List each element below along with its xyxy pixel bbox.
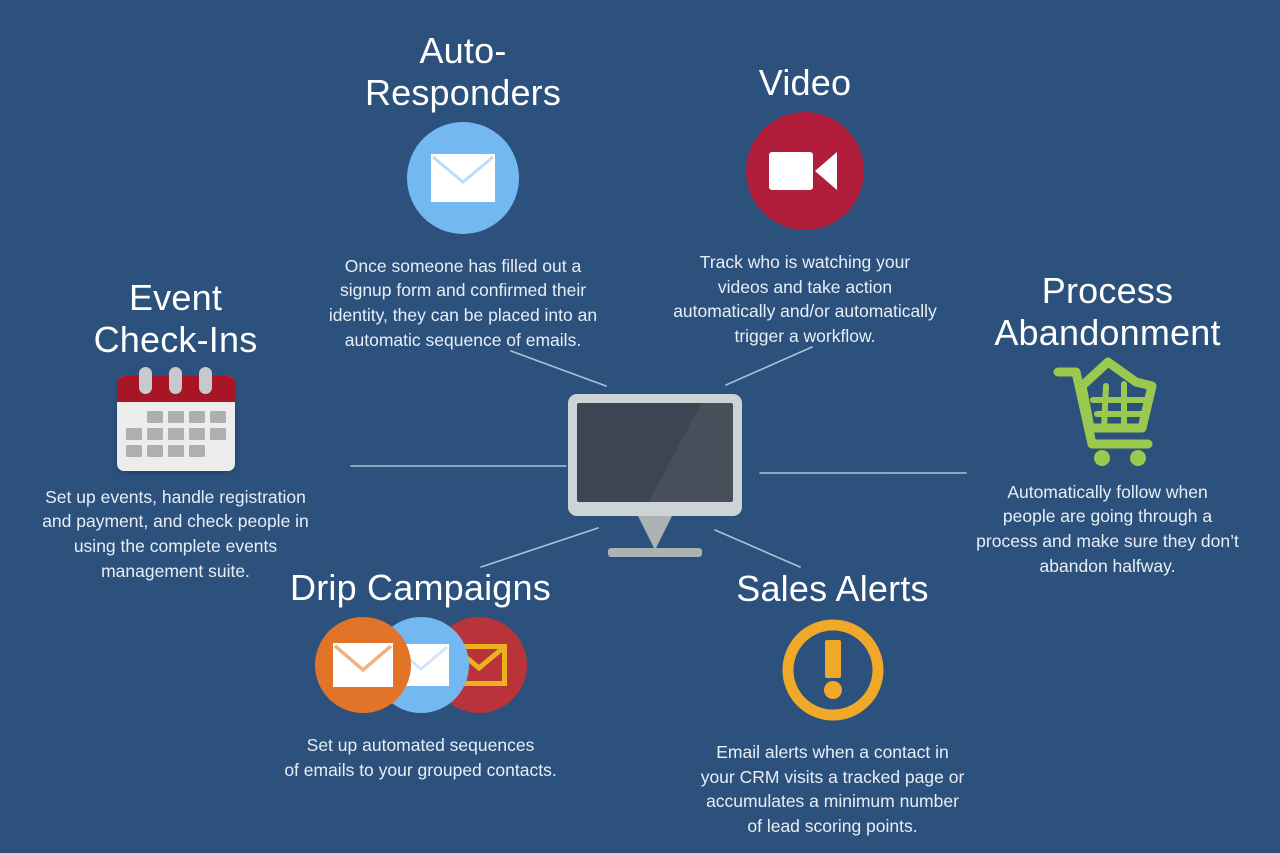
icon-wrap-drip-campaigns <box>253 616 588 713</box>
feature-title-video: Video <box>758 62 852 103</box>
icon-wrap-sales-alerts <box>665 618 1000 722</box>
video-camera-circle-icon <box>746 111 864 230</box>
feature-title-process-abandonment: Process Abandonment <box>994 270 1221 353</box>
exclamation-bar <box>824 639 841 678</box>
central-monitor <box>568 394 742 557</box>
feature-drip-campaigns[interactable]: Drip Campaigns <box>253 567 588 782</box>
feature-title-auto-responders: Auto- Responders <box>364 30 562 113</box>
feature-title-sales-alerts: Sales Alerts <box>736 568 929 609</box>
drip-circle-orange <box>314 616 411 713</box>
calendar-icon <box>116 366 235 471</box>
video-camera-glyph <box>769 151 837 190</box>
connector-line-video <box>725 346 813 386</box>
icon-wrap-auto-responders <box>298 121 628 234</box>
exclamation-dot <box>823 680 842 699</box>
triple-envelope-icon <box>314 616 527 713</box>
exclamation-circle-icon <box>782 619 883 721</box>
feature-process-abandonment[interactable]: Process Abandonment Automatically follow… <box>940 270 1275 579</box>
feature-description-event-check-ins: Set up events, handle registration and p… <box>42 486 309 582</box>
envelope-glyph <box>431 153 495 202</box>
feature-description-sales-alerts: Email alerts when a contact in your CRM … <box>700 741 965 837</box>
feature-sales-alerts[interactable]: Sales Alerts Email alerts when a contact… <box>665 568 1000 839</box>
monitor-bezel <box>568 394 742 516</box>
icon-wrap-video <box>645 111 965 230</box>
calendar-ring <box>138 366 152 394</box>
feature-title-event-check-ins: Event Check-Ins <box>93 277 258 360</box>
envelope-circle-icon <box>407 121 519 234</box>
envelope-glyph-white <box>332 642 393 687</box>
cart-wheel <box>1093 449 1110 466</box>
feature-video[interactable]: Video Track who is watching your videos … <box>645 62 965 349</box>
feature-auto-responders[interactable]: Auto- Responders Once someone has filled… <box>298 30 628 353</box>
monitor-stand-neck <box>638 516 672 550</box>
feature-description-video: Track who is watching your videos and ta… <box>673 251 937 347</box>
feature-event-check-ins[interactable]: Event Check-Ins <box>8 277 343 584</box>
calendar-ring <box>168 366 182 394</box>
shopping-cart-icon <box>1053 357 1156 466</box>
feature-description-process-abandonment: Automatically follow when people are goi… <box>976 481 1239 577</box>
feature-title-drip-campaigns: Drip Campaigns <box>290 567 551 608</box>
calendar-ring <box>198 366 212 394</box>
feature-description-drip-campaigns: Set up automated sequences of emails to … <box>284 734 557 780</box>
cart-wheel <box>1129 449 1146 466</box>
monitor-stand-base <box>608 548 702 557</box>
monitor-screen <box>577 403 733 502</box>
calendar-day-grid <box>117 402 235 457</box>
connector-line-auto-responders <box>510 350 607 387</box>
icon-wrap-event-check-ins <box>8 366 343 471</box>
feature-description-auto-responders: Once someone has filled out a signup for… <box>328 255 598 351</box>
icon-wrap-process-abandonment <box>940 356 1275 466</box>
